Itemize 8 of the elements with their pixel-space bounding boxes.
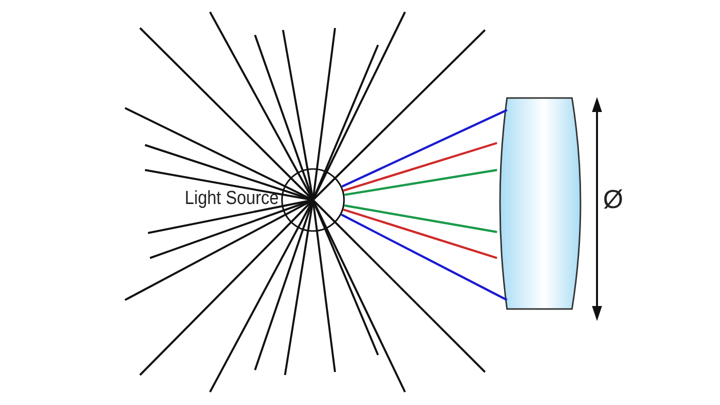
- light-ray: [344, 204, 498, 234]
- light-ray: [340, 214, 508, 301]
- light-ray: [343, 208, 498, 260]
- light-ray: [343, 142, 498, 192]
- diameter-symbol: Ø: [603, 184, 624, 215]
- light-ray: [342, 109, 508, 188]
- light-source-label: Light Source: [184, 188, 279, 210]
- light-ray: [344, 168, 498, 196]
